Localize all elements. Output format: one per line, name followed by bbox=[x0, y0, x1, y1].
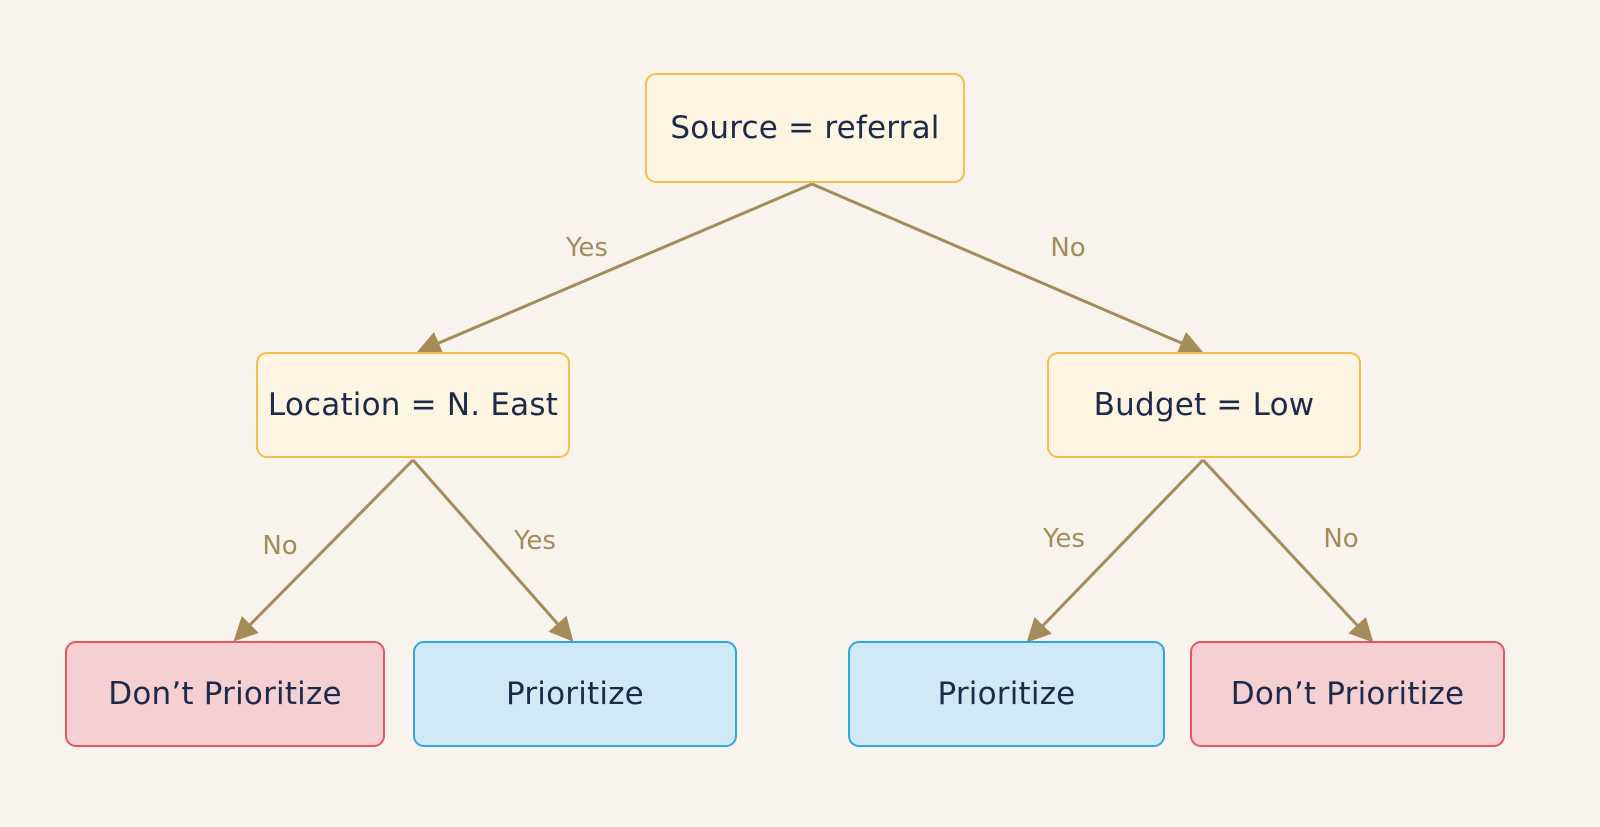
edge-label-budget-no: No bbox=[1323, 524, 1359, 554]
node-budget-low: Budget = Low bbox=[1047, 352, 1361, 458]
node-prioritize-right: Prioritize bbox=[848, 641, 1165, 747]
edge-label-location-yes: Yes bbox=[514, 526, 556, 556]
node-dont-prioritize-left: Don’t Prioritize bbox=[65, 641, 385, 747]
edge-location-to-prioritize bbox=[411, 459, 574, 642]
edge-label-location-no: No bbox=[262, 531, 298, 561]
edge-label-source-yes: Yes bbox=[566, 233, 608, 263]
node-prioritize-left: Prioritize bbox=[413, 641, 737, 747]
node-dont-prioritize-right: Don’t Prioritize bbox=[1190, 641, 1505, 747]
node-source-referral: Source = referral bbox=[645, 73, 965, 183]
edge-budget-to-dont-prioritize bbox=[1201, 458, 1374, 643]
edge-location-to-dont-prioritize bbox=[233, 458, 415, 642]
node-location-n-east: Location = N. East bbox=[256, 352, 570, 458]
edge-label-budget-yes: Yes bbox=[1043, 524, 1085, 554]
edge-label-source-no: No bbox=[1050, 233, 1086, 263]
edge-source-to-location bbox=[416, 182, 813, 355]
edge-source-to-budget bbox=[811, 182, 1204, 354]
edge-budget-to-prioritize bbox=[1026, 458, 1205, 643]
